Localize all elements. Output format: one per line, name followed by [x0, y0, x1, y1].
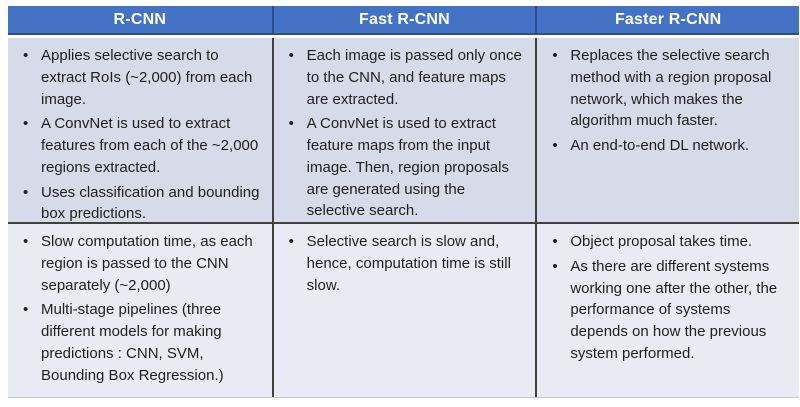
bullet-list: Each image is passed only once to the CN…: [274, 45, 536, 222]
table-header-row: R-CNN Fast R-CNN Faster R-CNN: [8, 6, 799, 35]
header-cell-faster-rcnn: Faster R-CNN: [535, 6, 799, 33]
list-item: Selective search is slow and, hence, com…: [286, 231, 528, 296]
cell-rcnn-features: Applies selective search to extract RoIs…: [8, 38, 272, 222]
list-item: Slow computation time, as each region is…: [20, 231, 264, 296]
bullet-list: Object proposal takes time. As there are…: [537, 231, 799, 365]
header-cell-fast-rcnn: Fast R-CNN: [271, 6, 536, 33]
cell-faster-rcnn-features: Replaces the selective search method wit…: [535, 38, 799, 222]
table-row-limitations: Slow computation time, as each region is…: [8, 222, 799, 398]
list-item: Replaces the selective search method wit…: [549, 45, 791, 132]
comparison-table: R-CNN Fast R-CNN Faster R-CNN Applies se…: [8, 6, 799, 398]
bullet-list: Replaces the selective search method wit…: [537, 45, 799, 157]
cell-rcnn-limitations: Slow computation time, as each region is…: [8, 224, 272, 397]
bullet-list: Applies selective search to extract RoIs…: [8, 45, 272, 222]
bullet-list: Slow computation time, as each region is…: [8, 231, 272, 386]
cell-faster-rcnn-limitations: Object proposal takes time. As there are…: [535, 224, 799, 397]
cell-fast-rcnn-features: Each image is passed only once to the CN…: [271, 38, 536, 222]
list-item: An end-to-end DL network.: [549, 135, 791, 157]
list-item: Object proposal takes time.: [549, 231, 791, 253]
header-cell-rcnn: R-CNN: [8, 6, 272, 33]
list-item: A ConvNet is used to extract features fr…: [20, 113, 264, 178]
table-row-features: Applies selective search to extract RoIs…: [8, 38, 799, 222]
list-item: Uses classification and bounding box pre…: [20, 182, 264, 223]
list-item: Each image is passed only once to the CN…: [286, 45, 528, 110]
bullet-list: Selective search is slow and, hence, com…: [274, 231, 536, 296]
list-item: Applies selective search to extract RoIs…: [20, 45, 264, 110]
cell-fast-rcnn-limitations: Selective search is slow and, hence, com…: [271, 224, 536, 397]
list-item: As there are different systems working o…: [549, 256, 791, 365]
list-item: Multi-stage pipelines (three different m…: [20, 299, 264, 386]
list-item: A ConvNet is used to extract feature map…: [286, 113, 528, 222]
